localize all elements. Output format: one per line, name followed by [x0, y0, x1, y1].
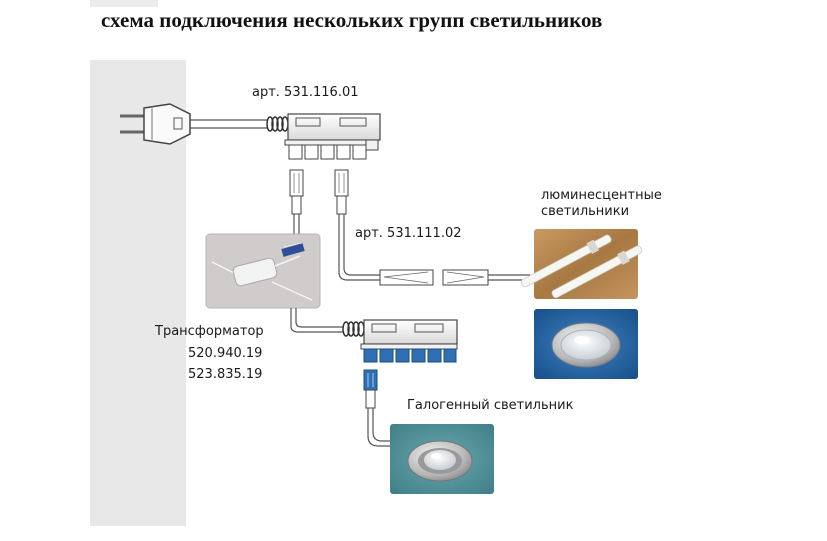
label-transformer: Трансформатор	[155, 324, 264, 339]
lower-distributor	[342, 319, 458, 363]
downlight-photo	[534, 309, 638, 379]
cable-to-transformer	[293, 214, 300, 236]
label-halogen: Галогенный светильник	[407, 398, 574, 413]
cable-to-fluorescent	[338, 214, 530, 286]
lower-strain-relief	[342, 321, 365, 337]
power-plug	[120, 103, 191, 145]
label-art-mid: арт. 531.111.02	[355, 226, 462, 241]
label-art-top: арт. 531.116.01	[252, 85, 359, 100]
transformer-photo	[205, 233, 321, 309]
label-transformer-code1: 520.940.19	[188, 346, 263, 361]
top-plug-connector-right	[334, 169, 349, 215]
cable-to-halogen	[367, 408, 392, 447]
halogen-plug-connector	[363, 369, 378, 409]
label-fluorescent-line1: люминесцентные	[541, 188, 662, 203]
top-distributor	[266, 113, 381, 160]
page-title: схема подключения нескольких групп свети…	[101, 8, 603, 32]
label-fluorescent-line2: светильники	[541, 204, 630, 219]
strain-relief-spring	[266, 116, 289, 132]
top-decor-strip	[90, 0, 158, 7]
label-transformer-code2: 523.835.19	[188, 367, 263, 382]
halogen-lamp-photo	[390, 424, 494, 494]
power-cable	[190, 119, 268, 129]
cable-to-lower-distributor	[290, 308, 344, 333]
fluorescent-lamp-photo	[520, 229, 643, 299]
top-plug-connector-left	[289, 169, 304, 215]
